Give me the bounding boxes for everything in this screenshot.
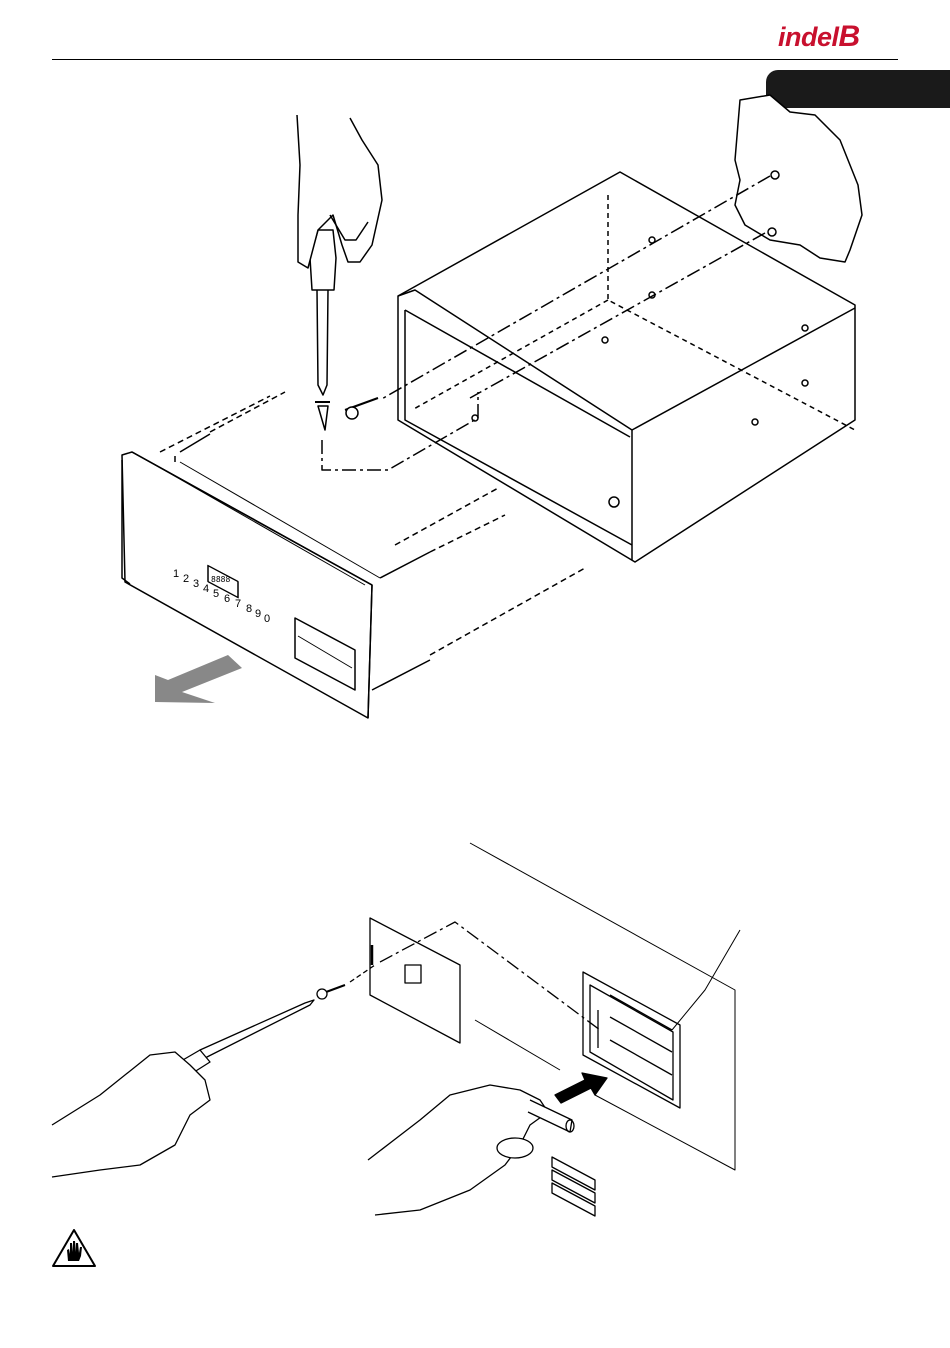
insert-arrow [555, 1073, 607, 1103]
warning-hand-icon [51, 1228, 97, 1268]
